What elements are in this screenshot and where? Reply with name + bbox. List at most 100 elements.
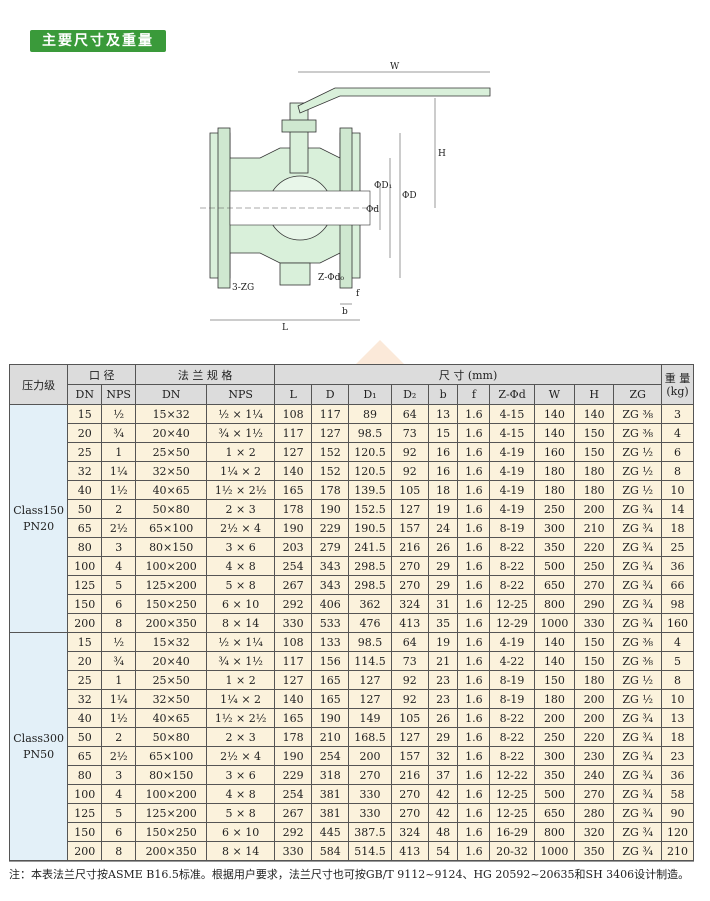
table-cell: 8-22 — [489, 708, 535, 728]
table-cell: 250 — [574, 556, 615, 576]
dim-h: H — [438, 149, 446, 159]
table-cell: 16 — [427, 442, 459, 462]
table-cell: 1 — [101, 442, 137, 462]
table-cell: ½ × 1¼ — [206, 632, 276, 652]
table-cell: 12-25 — [489, 803, 535, 823]
table-cell: 92 — [390, 442, 429, 462]
table-cell: 324 — [390, 822, 429, 842]
table-cell: 318 — [311, 765, 350, 785]
table-cell: 1.6 — [457, 822, 491, 842]
th-sub: D — [311, 384, 350, 405]
table-cell: 152.5 — [348, 499, 392, 519]
table-cell: 23 — [661, 746, 694, 766]
table-cell: 216 — [390, 765, 429, 785]
table-cell: 2½ × 4 — [206, 746, 276, 766]
table-cell: 650 — [533, 803, 576, 823]
table-cell: 73 — [390, 651, 429, 671]
table-cell: 1.6 — [457, 499, 491, 519]
table-cell: 150 — [574, 651, 615, 671]
table-cell: 157 — [390, 746, 429, 766]
table-cell: 200×350 — [135, 841, 208, 861]
table-cell: 127 — [311, 423, 350, 443]
table-cell: 1.6 — [457, 518, 491, 538]
table-cell: 584 — [311, 841, 350, 861]
th-sub: Z-Φd — [489, 384, 535, 405]
table-cell: 1.6 — [457, 594, 491, 614]
table-cell: 80×150 — [135, 537, 208, 557]
table-cell: 13 — [661, 708, 694, 728]
table-cell: 8-19 — [489, 670, 535, 690]
table-cell: 12-29 — [489, 613, 535, 633]
table-cell: 1.6 — [457, 689, 491, 709]
table-cell: 127 — [348, 670, 392, 690]
table-cell: 50 — [67, 499, 103, 519]
table-cell: 1.6 — [457, 708, 491, 728]
th-weight: 重 量 (kg) — [661, 364, 694, 405]
table-cell: 1.6 — [457, 442, 491, 462]
table-cell: 270 — [574, 575, 615, 595]
table-cell: 160 — [661, 613, 694, 633]
table-cell: 230 — [574, 746, 615, 766]
table-cell: 254 — [274, 784, 313, 804]
table-cell: 1.6 — [457, 575, 491, 595]
table-cell: 650 — [533, 575, 576, 595]
table-cell: 25×50 — [135, 670, 208, 690]
table-cell: ZG ¾ — [613, 708, 663, 728]
table-cell: 40 — [67, 708, 103, 728]
dim-dd: ΦD — [402, 191, 417, 201]
table-cell: 152 — [311, 442, 350, 462]
table-cell: 8 — [101, 613, 137, 633]
table-cell: 1.6 — [457, 841, 491, 861]
table-cell: 2 × 3 — [206, 499, 276, 519]
table-cell: ZG ¾ — [613, 537, 663, 557]
table-cell: 1.6 — [457, 556, 491, 576]
table-cell: 16-29 — [489, 822, 535, 842]
table-cell: 48 — [427, 822, 459, 842]
table-cell: 73 — [390, 423, 429, 443]
table-cell: 2½ × 4 — [206, 518, 276, 538]
table-cell: 8-19 — [489, 689, 535, 709]
table-cell: ZG ¾ — [613, 803, 663, 823]
table-cell: 127 — [390, 727, 429, 747]
table-cell: 120.5 — [348, 442, 392, 462]
table-cell: 127 — [274, 670, 313, 690]
table-cell: 10 — [661, 689, 694, 709]
table-cell: 65 — [67, 746, 103, 766]
table-cell: 12-25 — [489, 594, 535, 614]
table-cell: 1.6 — [457, 727, 491, 747]
table-cell: 200 — [574, 708, 615, 728]
table-cell: 210 — [661, 841, 694, 861]
table-cell: ZG ½ — [613, 442, 663, 462]
table-cell: 24 — [427, 518, 459, 538]
table-cell: 6 — [101, 822, 137, 842]
th-sub: DN — [67, 384, 103, 405]
table-cell: 190 — [311, 708, 350, 728]
table-cell: ZG ⅜ — [613, 404, 663, 424]
th-flange: 法 兰 规 格 — [135, 364, 276, 385]
table-cell: 270 — [574, 784, 615, 804]
table-cell: 5 × 8 — [206, 575, 276, 595]
table-cell: 4-15 — [489, 423, 535, 443]
th-sub: f — [457, 384, 491, 405]
th-sub: W — [533, 384, 576, 405]
table-cell: ZG ¾ — [613, 594, 663, 614]
th-sub: L — [274, 384, 313, 405]
table-cell: 4 × 8 — [206, 556, 276, 576]
table-cell: 1.6 — [457, 746, 491, 766]
table-cell: 165 — [274, 708, 313, 728]
table-cell: 80 — [67, 765, 103, 785]
table-cell: ZG ¾ — [613, 784, 663, 804]
th-sub: NPS — [206, 384, 276, 405]
table-cell: 220 — [574, 537, 615, 557]
table-cell: 350 — [574, 841, 615, 861]
table-cell: 20-32 — [489, 841, 535, 861]
table-cell: 150 — [574, 632, 615, 652]
table-cell: 254 — [311, 746, 350, 766]
th-sub: D₂ — [390, 384, 429, 405]
table-cell: 42 — [427, 784, 459, 804]
